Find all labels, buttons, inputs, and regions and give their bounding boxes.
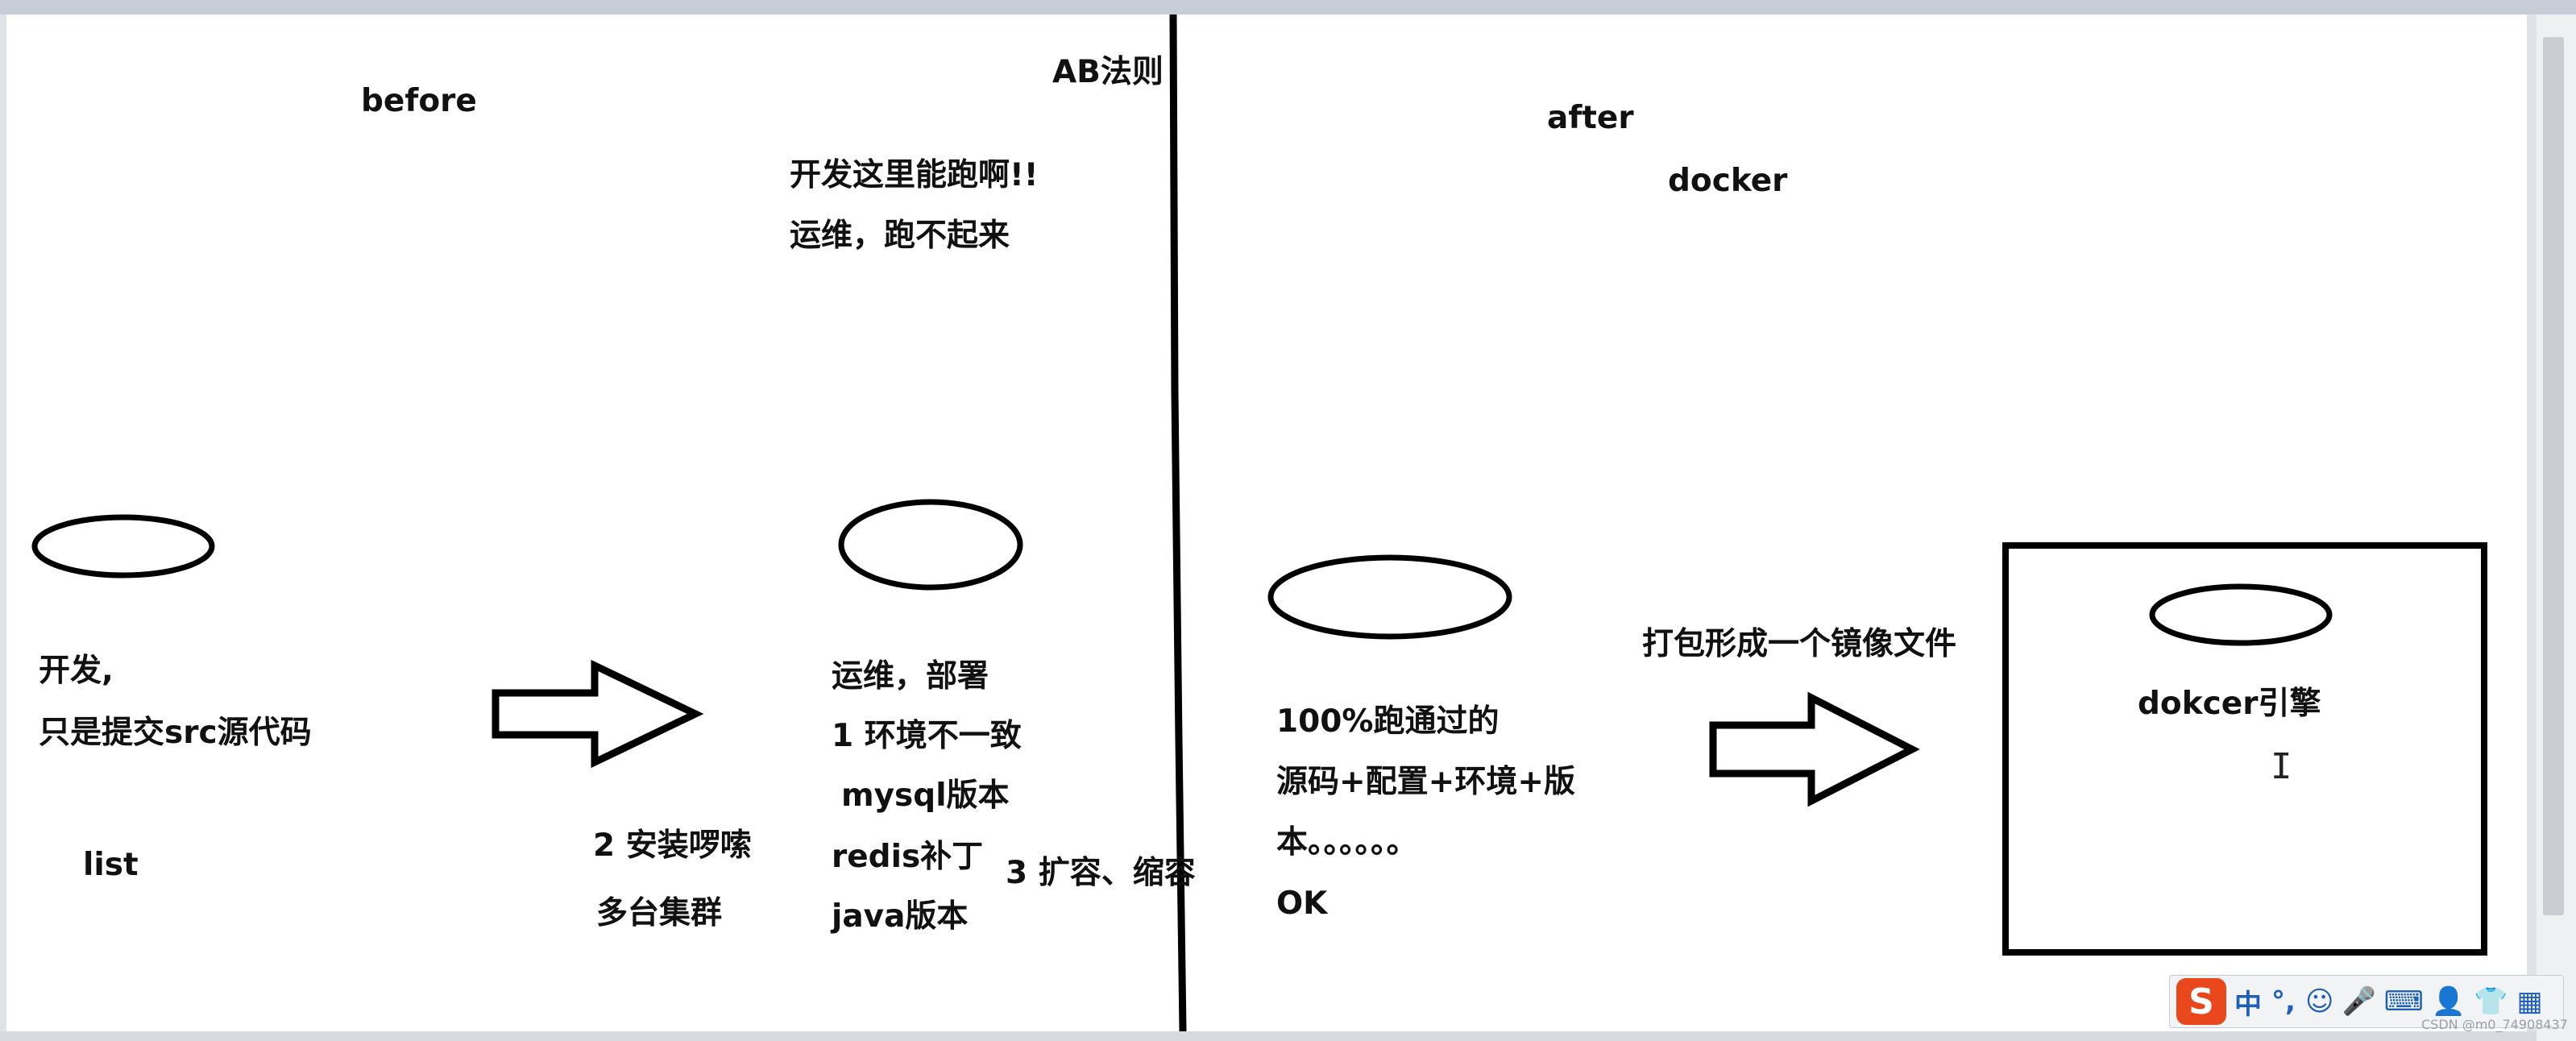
label-ab-rule: AB法则 [1052,54,1164,90]
ime-keyboard-icon[interactable]: ⌨ [2383,985,2424,1018]
label-pass-100: 100%跑通过的 [1276,703,1500,740]
label-engine: dokcer引擎 [2138,686,2321,722]
drawing-canvas[interactable]: before AB法则 开发这里能跑啊!! 运维，跑不起来 after dock… [6,15,2527,1031]
label-dev: 开发, [39,653,114,689]
image-ellipse [1267,554,1512,640]
label-docker: docker [1668,163,1788,199]
label-mysql-version: mysql版本 [841,778,1010,814]
label-scale: 3 扩容、缩容 [1006,855,1196,891]
label-src-cfg-env: 源码+配置+环境+版 [1276,764,1576,800]
bottom-strip [0,1031,2537,1041]
label-ops-deploy: 运维，部署 [832,658,989,695]
engine-ellipse [2149,583,2333,646]
label-package-image: 打包形成一个镜像文件 [1642,626,1957,662]
label-before: before [361,83,477,119]
ime-emoji-icon[interactable]: ☺ [2305,985,2334,1018]
arrow-after [1709,691,1920,807]
scrollbar-thumb[interactable] [2543,37,2564,915]
label-env-inconsistent: 1 环境不一致 [832,718,1022,754]
sogou-logo-icon[interactable]: S [2176,978,2226,1025]
ime-user-icon[interactable]: 👤 [2431,985,2466,1018]
label-after: after [1547,100,1634,136]
dev-ellipse [31,514,215,579]
ime-skin-icon[interactable]: 👕 [2474,985,2508,1018]
label-dev-submit: 只是提交src源代码 [39,715,312,751]
label-redis-patch: redis补丁 [832,839,984,875]
diagram-shapes [31,15,2487,1031]
ime-voice-icon[interactable]: 🎤 [2342,985,2376,1018]
ime-toolbar[interactable]: S 中 °, ☺ 🎤 ⌨ 👤 👕 ▦ [2169,975,2564,1028]
label-cluster: 多台集群 [596,895,723,931]
label-list: list [83,847,139,883]
label-dev-runs: 开发这里能跑啊!! [790,157,1039,193]
label-ops-fail: 运维，跑不起来 [790,218,1010,254]
vertical-scrollbar[interactable] [2537,15,2576,1041]
label-install: 2 安装啰嗦 [593,827,752,864]
engine-box [2002,542,2487,956]
ime-chinese-mode[interactable]: 中 [2234,988,2262,1021]
label-ben: 本。。。。。。 [1276,824,1418,861]
text-cursor-icon: I [2271,746,2292,787]
label-java-version: java版本 [832,898,969,935]
ime-toolbox-icon[interactable]: ▦ [2516,985,2543,1018]
arrow-before [492,659,704,769]
watermark: CSDN @m0_74908437 [2421,1017,2568,1032]
ops-ellipse [838,499,1023,591]
ime-punctuation-icon[interactable]: °, [2271,985,2296,1018]
label-ok: OK [1276,885,1328,922]
window-top-bar [0,0,2576,15]
divider-line [1169,15,1187,1031]
